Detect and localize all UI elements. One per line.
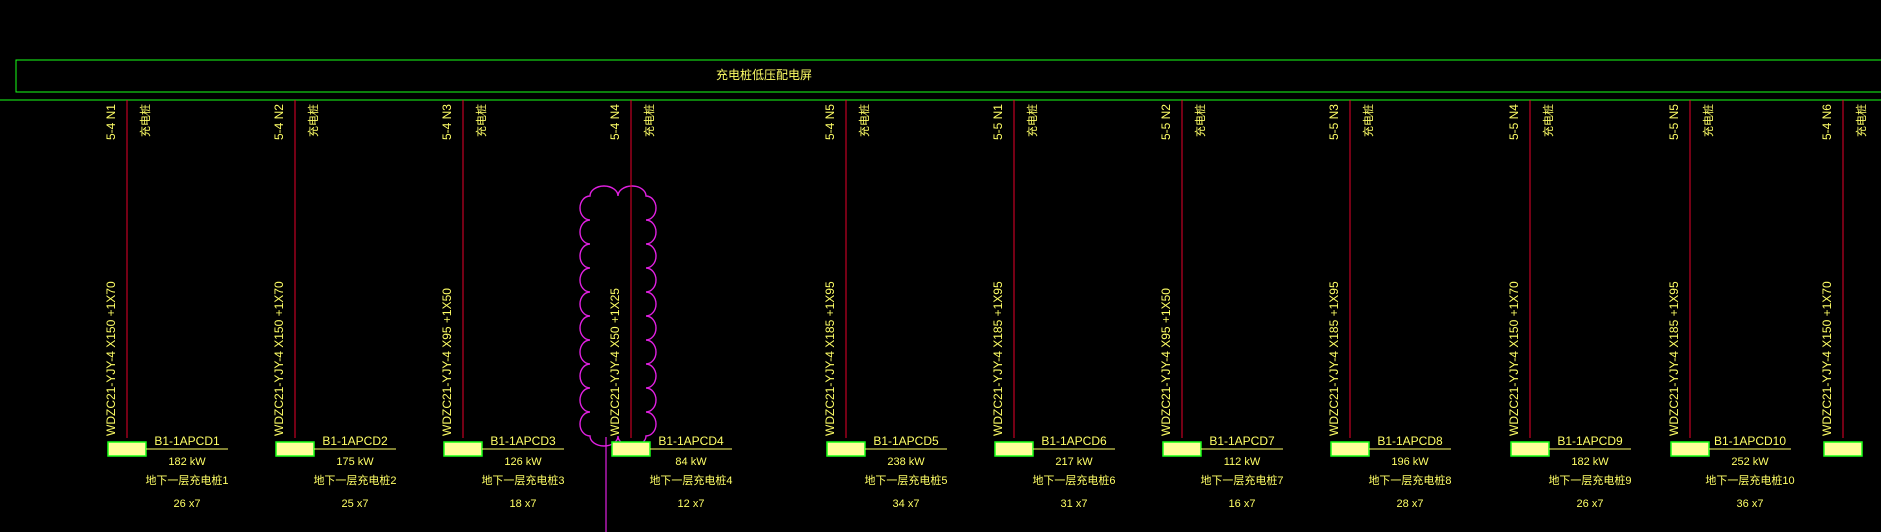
- charging-box-symbol: [275, 441, 315, 457]
- box-id: B1-1APCD9: [1557, 434, 1623, 448]
- box-location: 地下一层充电桩4: [649, 473, 732, 487]
- revision-cloud: [579, 185, 657, 447]
- feeder-group: 5-4 N1 充电桩 WDZC21-YJY-4 X150 +1X70B1-1APCD…: [104, 100, 1868, 510]
- charging-box-symbol: [1670, 441, 1710, 457]
- feeder-code: 5-5 N3: [1327, 104, 1341, 140]
- box-quantity: 36 x7: [1737, 498, 1764, 510]
- charging-box-symbol: [611, 441, 651, 457]
- box-id: B1-1APCD4: [658, 434, 724, 448]
- feeder-usage: 充电桩: [138, 104, 152, 137]
- panel-frame: [15, 59, 1881, 93]
- box-id: B1-1APCD7: [1209, 434, 1275, 448]
- box-id: B1-1APCD6: [1041, 434, 1107, 448]
- charging-box-symbol: [826, 441, 866, 457]
- feeder-usage: 充电桩: [1541, 104, 1555, 137]
- feeder-code: 5-4 N3: [440, 104, 454, 140]
- box-location: 地下一层充电桩2: [313, 473, 396, 487]
- box-quantity: 26 x7: [174, 498, 201, 510]
- box-location: 地下一层充电桩9: [1548, 473, 1631, 487]
- feeder-code: 5-4 N4: [608, 104, 622, 140]
- box-quantity: 28 x7: [1397, 498, 1424, 510]
- box-power: 182 kW: [168, 456, 206, 468]
- box-location: 地下一层充电桩3: [481, 473, 564, 487]
- feeder-usage: 充电桩: [1361, 104, 1375, 137]
- box-power: 252 kW: [1731, 456, 1769, 468]
- feeder-usage: 充电桩: [642, 104, 656, 137]
- box-quantity: 34 x7: [893, 498, 920, 510]
- box-power: 238 kW: [887, 456, 925, 468]
- box-quantity: 26 x7: [1577, 498, 1604, 510]
- box-id: B1-1APCD10: [1714, 434, 1786, 448]
- feeder-usage: 充电桩: [1854, 104, 1868, 137]
- feeder-code: 5-4 N1: [104, 104, 118, 140]
- box-location: 地下一层充电桩5: [864, 473, 947, 487]
- feeder-code: 5-5 N5: [1667, 104, 1681, 140]
- cable-spec: WDZC21-YJY-4 X95 +1X50: [1159, 288, 1173, 436]
- feeder-code: 5-5 N4: [1507, 104, 1521, 140]
- charging-box-symbol: [443, 441, 483, 457]
- feeder-usage: 充电桩: [1701, 104, 1715, 137]
- box-quantity: 31 x7: [1061, 498, 1088, 510]
- box-id: B1-1APCD1: [154, 434, 220, 448]
- panel-title: 充电桩低压配电屏: [716, 67, 812, 82]
- box-power: 84 kW: [675, 456, 707, 468]
- cable-spec: WDZC21-YJY-4 X185 +1X95: [823, 281, 837, 436]
- box-quantity: 18 x7: [510, 498, 537, 510]
- charging-box-symbol: [1510, 441, 1550, 457]
- charging-box-symbol: [1330, 441, 1370, 457]
- cable-spec: WDZC21-YJY-4 X150 +1X70: [1820, 281, 1834, 436]
- box-id: B1-1APCD3: [490, 434, 556, 448]
- cable-spec: WDZC21-YJY-4 X150 +1X70: [104, 281, 118, 436]
- feeder-usage: 充电桩: [1025, 104, 1039, 137]
- feeder-code: 5-4 N6: [1820, 104, 1834, 140]
- box-quantity: 16 x7: [1229, 498, 1256, 510]
- feeder-usage: 充电桩: [474, 104, 488, 137]
- box-id: B1-1APCD2: [322, 434, 388, 448]
- feeder-usage: 充电桩: [857, 104, 871, 137]
- feeder-usage: 充电桩: [306, 104, 320, 137]
- charging-box-symbol: [1823, 441, 1863, 457]
- feeder-code: 5-4 N5: [823, 104, 837, 140]
- box-quantity: 25 x7: [342, 498, 369, 510]
- box-power: 182 kW: [1571, 456, 1609, 468]
- box-quantity: 12 x7: [678, 498, 705, 510]
- box-location: 地下一层充电桩1: [145, 473, 228, 487]
- charging-box-symbol: [1162, 441, 1202, 457]
- feeder-code: 5-5 N2: [1159, 104, 1173, 140]
- feeder-code: 5-4 N2: [272, 104, 286, 140]
- cable-spec: WDZC21-YJY-4 X185 +1X95: [991, 281, 1005, 436]
- box-location: 地下一层充电桩10: [1705, 473, 1794, 487]
- box-location: 地下一层充电桩6: [1032, 473, 1115, 487]
- box-power: 217 kW: [1055, 456, 1093, 468]
- box-power: 175 kW: [336, 456, 374, 468]
- feeder-code: 5-5 N1: [991, 104, 1005, 140]
- charging-box-symbol: [994, 441, 1034, 457]
- charging-box-symbol: [107, 441, 147, 457]
- cable-spec: WDZC21-YJY-4 X150 +1X70: [272, 281, 286, 436]
- cable-spec: WDZC21-YJY-4 X185 +1X95: [1327, 281, 1341, 436]
- box-power: 196 kW: [1391, 456, 1429, 468]
- box-power: 112 kW: [1224, 456, 1261, 468]
- cable-spec: WDZC21-YJY-4 X95 +1X50: [440, 288, 454, 436]
- cable-spec: WDZC21-YJY-4 X50 +1X25: [608, 288, 622, 436]
- box-location: 地下一层充电桩7: [1200, 473, 1283, 487]
- cable-spec: WDZC21-YJY-4 X185 +1X95: [1667, 281, 1681, 436]
- box-id: B1-1APCD8: [1377, 434, 1443, 448]
- feeder-usage: 充电桩: [1193, 104, 1207, 137]
- box-id: B1-1APCD5: [873, 434, 939, 448]
- box-power: 126 kW: [504, 456, 542, 468]
- box-location: 地下一层充电桩8: [1368, 473, 1451, 487]
- cable-spec: WDZC21-YJY-4 X150 +1X70: [1507, 281, 1521, 436]
